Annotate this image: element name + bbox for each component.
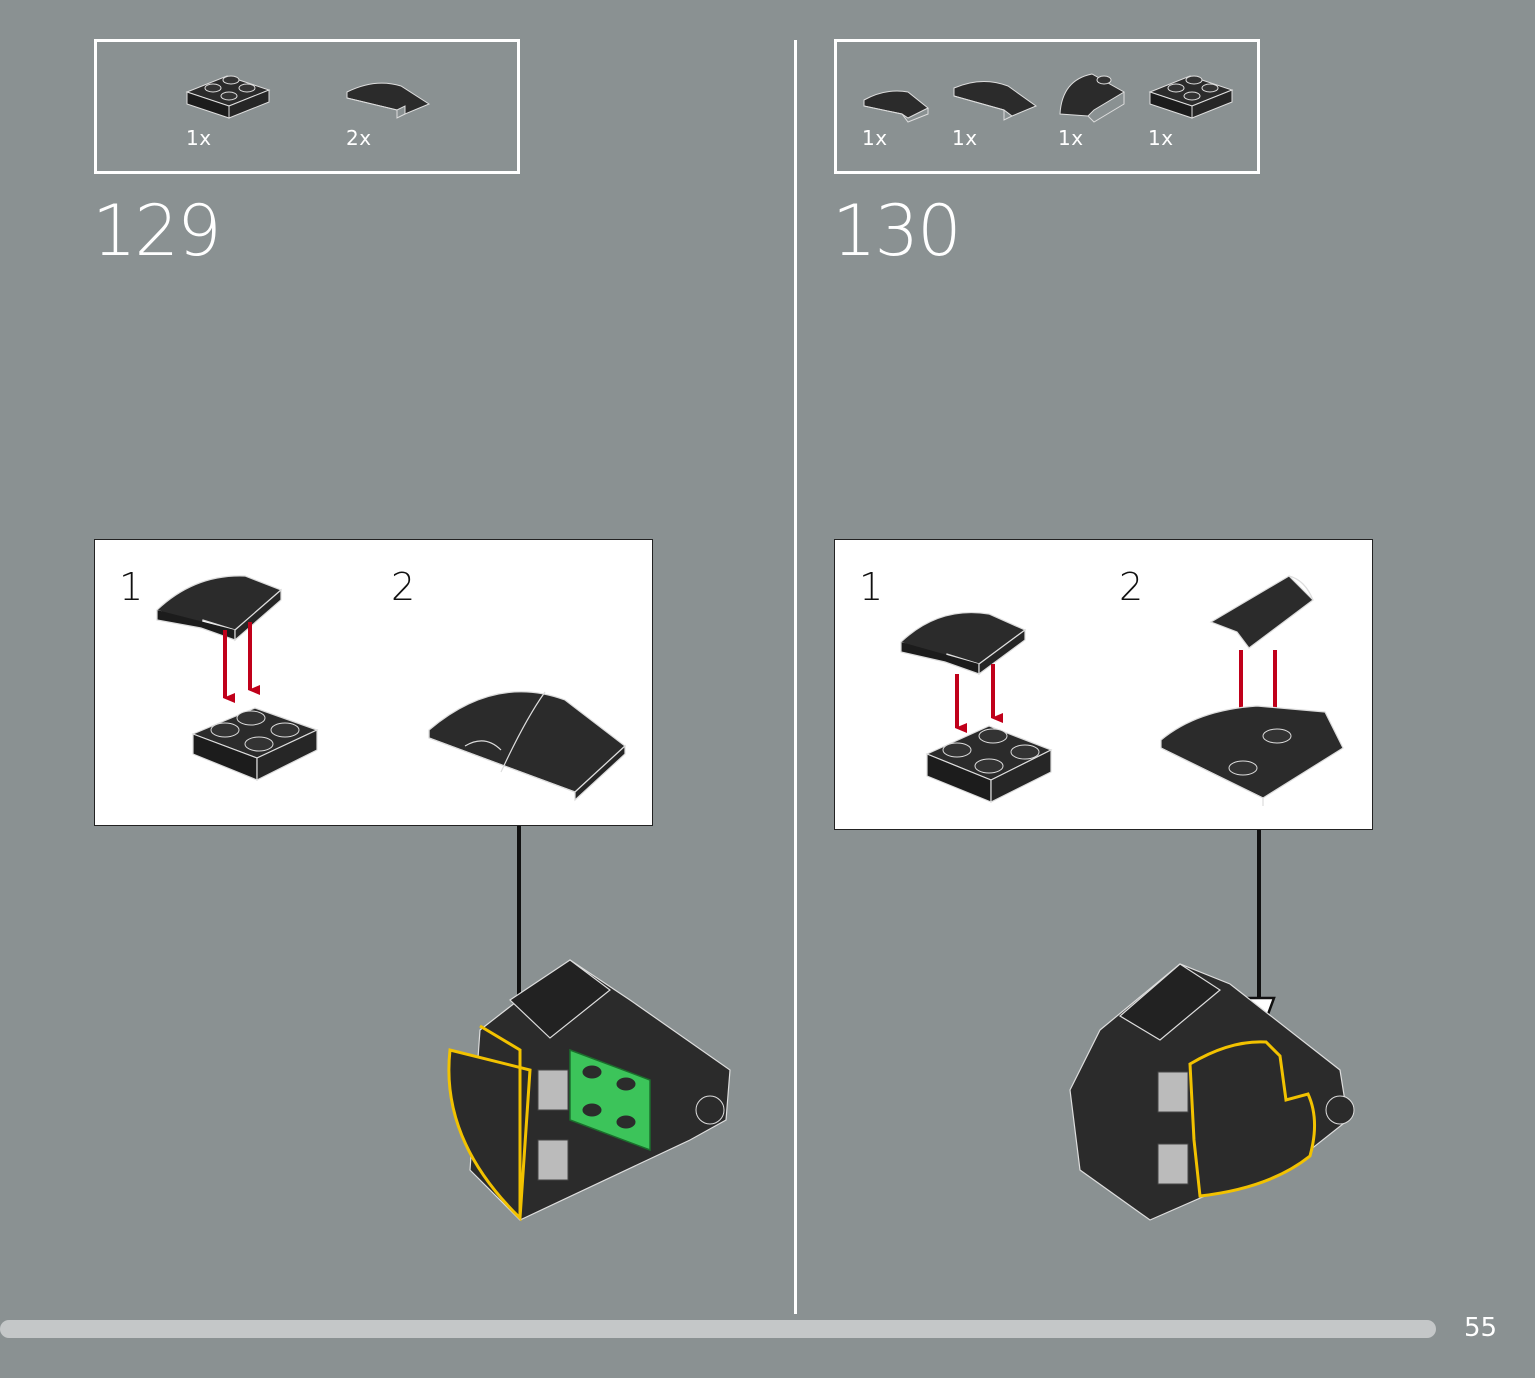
page-number: 55 xyxy=(1464,1313,1498,1343)
part-qty: 1x xyxy=(1148,126,1174,150)
assembly-arrows xyxy=(955,664,1003,733)
callout-line xyxy=(517,826,521,1026)
substep-number: 2 xyxy=(1119,565,1144,609)
callout-line xyxy=(1257,830,1261,1008)
part-qty: 2x xyxy=(346,126,372,150)
arch-slope-icon xyxy=(1059,73,1125,123)
plate-2x2-icon xyxy=(1148,75,1234,119)
step-number: 129 xyxy=(92,190,222,272)
part-qty: 1x xyxy=(952,126,978,150)
curved-slope-brick xyxy=(899,611,1027,676)
part-qty: 1x xyxy=(1058,126,1084,150)
step-number: 130 xyxy=(832,190,962,272)
plate-2x2-brick xyxy=(925,725,1053,803)
curved-slope-icon xyxy=(953,81,1038,121)
main-model xyxy=(1069,963,1355,1221)
main-model xyxy=(447,959,731,1222)
double-curved-slope-brick xyxy=(428,691,626,802)
subassembly-box: 1 2 xyxy=(94,539,653,826)
part-qty: 1x xyxy=(862,126,888,150)
parts-list-box xyxy=(94,39,520,174)
subassembly-box: 1 2 xyxy=(834,539,1373,830)
curved-slope-small-icon xyxy=(863,90,929,123)
substep-number: 2 xyxy=(391,565,416,609)
part-qty: 1x xyxy=(186,126,212,150)
curved-slope-brick xyxy=(155,575,283,642)
assembly-arrows xyxy=(223,622,260,703)
progress-bar xyxy=(0,1320,1436,1338)
base-assembly-brick xyxy=(1160,705,1344,806)
substep-number: 1 xyxy=(119,565,144,609)
substep-number: 1 xyxy=(859,565,884,609)
arch-slope-brick xyxy=(1209,575,1314,649)
plate-2x2-icon xyxy=(185,75,271,119)
parts-list-box xyxy=(834,39,1260,174)
page-divider xyxy=(794,40,797,1314)
plate-2x2-brick xyxy=(191,707,319,781)
curved-slope-icon xyxy=(346,82,431,119)
